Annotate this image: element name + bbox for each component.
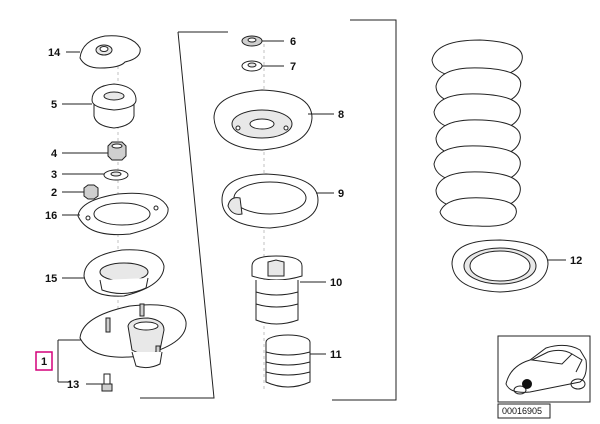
lower-spring-pad-part bbox=[451, 239, 549, 293]
washer-top-part bbox=[241, 35, 263, 47]
gasket-part bbox=[77, 192, 169, 236]
callout-2: 2 bbox=[51, 187, 57, 199]
bump-stop-part bbox=[251, 255, 303, 325]
callout-16: 16 bbox=[45, 210, 57, 222]
upper-spring-seat-part bbox=[213, 89, 313, 151]
nut-part bbox=[107, 141, 127, 161]
callout-15: 15 bbox=[45, 273, 57, 285]
callout-4: 4 bbox=[51, 148, 58, 160]
washer-part bbox=[103, 169, 129, 181]
reference-box bbox=[497, 403, 551, 419]
callout-12: 12 bbox=[570, 255, 582, 267]
callout-6: 6 bbox=[290, 36, 296, 48]
callout-13: 13 bbox=[67, 379, 79, 391]
spring-pad-part bbox=[221, 173, 319, 229]
callout-7: 7 bbox=[290, 61, 296, 73]
location-marker bbox=[522, 379, 532, 389]
callout-8: 8 bbox=[338, 109, 344, 121]
callout-10: 10 bbox=[330, 277, 342, 289]
car-inset bbox=[497, 335, 591, 403]
highlight-box bbox=[35, 351, 53, 371]
strut-mount-part bbox=[79, 303, 187, 369]
coil-spring-part bbox=[431, 39, 523, 227]
threaded-sleeve-part bbox=[91, 83, 137, 129]
small-nut-part bbox=[83, 184, 99, 200]
bracket-line bbox=[332, 19, 397, 401]
support-plate-part bbox=[83, 249, 165, 297]
cap-part bbox=[79, 35, 141, 69]
dust-boot-part bbox=[265, 334, 311, 388]
callout-14: 14 bbox=[48, 47, 61, 59]
callout-3: 3 bbox=[51, 169, 57, 181]
bracket-line bbox=[140, 31, 215, 399]
callout-1: 1 bbox=[41, 356, 47, 368]
bolt-part bbox=[101, 373, 113, 392]
reference-code: 00016905 bbox=[502, 406, 542, 416]
callout-5: 5 bbox=[51, 99, 57, 111]
callout-9: 9 bbox=[338, 188, 344, 200]
callout-11: 11 bbox=[330, 349, 342, 361]
washer-lower-part bbox=[241, 60, 263, 72]
